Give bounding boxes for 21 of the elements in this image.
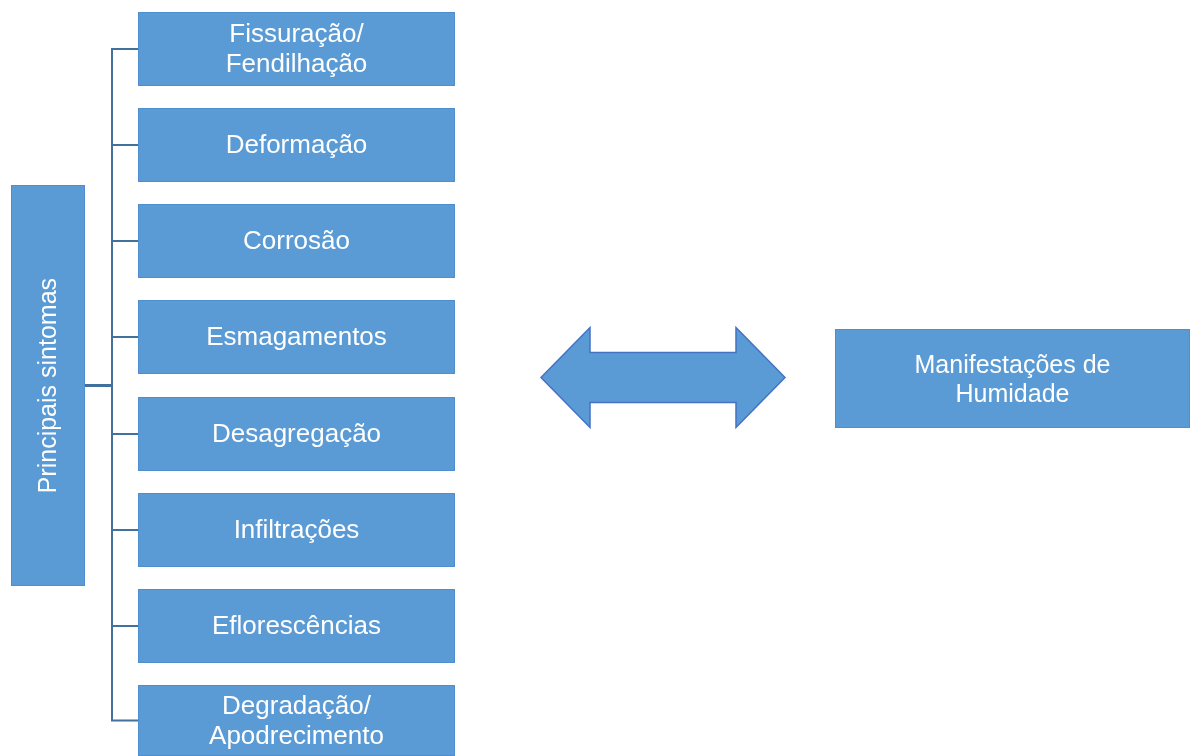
symptom-box — [138, 300, 455, 374]
node-label: Fissuração/ Fendilhação — [224, 19, 369, 79]
double-arrow — [539, 325, 787, 430]
node-label: Infiltrações — [232, 515, 361, 545]
symptom-box — [138, 589, 455, 663]
symptom-box — [138, 108, 455, 182]
category-box — [11, 185, 85, 586]
symptom-box — [138, 12, 455, 86]
node-label: Corrosão — [242, 226, 351, 256]
node-label: Principais sintomas — [32, 277, 63, 494]
node-label: Deformação — [224, 130, 369, 160]
symptom-box — [138, 493, 455, 567]
node-label: Manifestações de Humidade — [913, 349, 1112, 408]
node-label: Eflorescências — [210, 611, 383, 641]
symptom-box — [835, 329, 1190, 428]
symptom-box — [138, 397, 455, 471]
symptom-box — [138, 204, 455, 278]
node-label: Degradação/ Apodrecimento — [208, 690, 385, 751]
symptom-box — [138, 685, 455, 756]
node-label: Esmagamentos — [205, 322, 388, 352]
node-label: Desagregação — [210, 419, 383, 449]
